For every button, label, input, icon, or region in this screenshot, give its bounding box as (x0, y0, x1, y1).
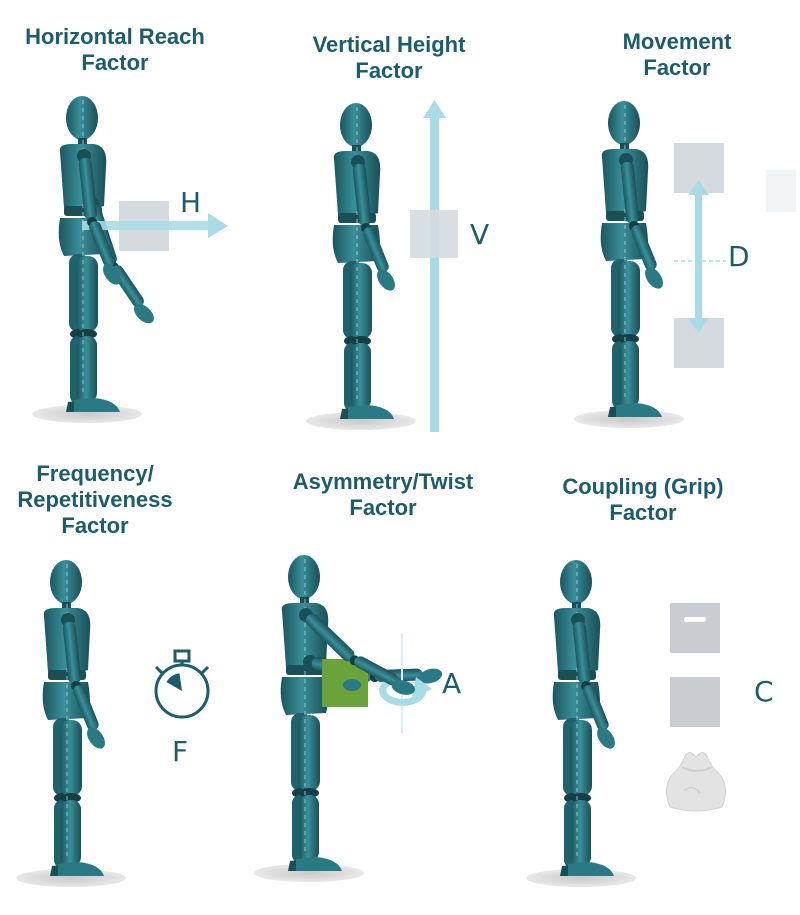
letter-d: D (728, 240, 750, 273)
stopwatch-icon (156, 651, 208, 717)
panel-horizontal-reach: Horizontal Reach Factor H (0, 0, 266, 457)
mannequin-figure (0, 457, 266, 914)
mannequin-figure (0, 0, 266, 457)
letter-a: A (442, 667, 461, 700)
letter-f: F (172, 735, 188, 768)
panel-movement: Movement Factor D (532, 0, 798, 457)
vertical-arrow (423, 100, 446, 432)
distance-arrow (674, 180, 726, 333)
panel-asymmetry: Asymmetry/Twist Factor A (266, 457, 532, 914)
panel-vertical-height: Vertical Height Factor V (266, 0, 532, 457)
ghost-box (766, 170, 796, 212)
handled-box-icon (670, 603, 720, 653)
letter-v: V (470, 218, 489, 251)
panel-coupling: Coupling (Grip) Factor C (532, 457, 798, 914)
mannequin-figure (266, 457, 532, 914)
letter-h: H (180, 186, 201, 219)
plain-box-icon (670, 677, 720, 727)
mannequin-figure (532, 0, 798, 457)
letter-c: C (754, 675, 774, 708)
panel-frequency: Frequency/ Repetitiveness Factor F (0, 457, 266, 914)
sack-icon (666, 752, 725, 811)
load-box (410, 210, 458, 258)
mannequin-figure (266, 0, 532, 457)
